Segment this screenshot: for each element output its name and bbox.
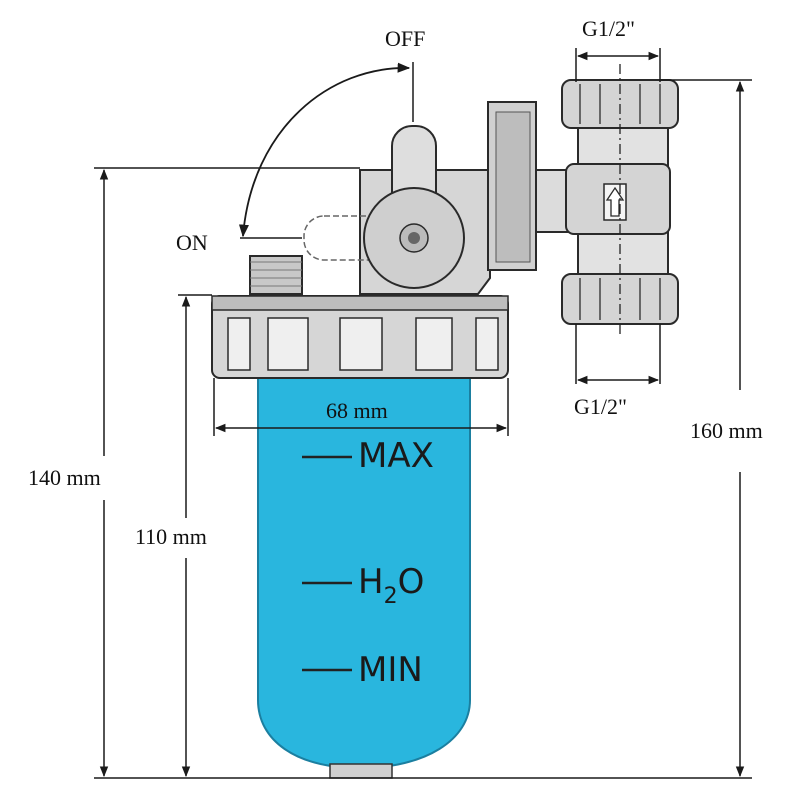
bowl-height-label: 110 mm xyxy=(135,524,207,549)
body-height-label: 140 mm xyxy=(28,465,101,490)
on-label: ON xyxy=(176,230,208,255)
bottom-thread-label: G1/2" xyxy=(574,394,627,419)
h2o-o: O xyxy=(397,562,425,602)
width-label: 68 mm xyxy=(326,398,388,423)
drain-plug xyxy=(329,763,393,779)
h2o-h: H xyxy=(358,562,384,602)
min-mark-label: MIN xyxy=(358,650,423,690)
max-mark-label: MAX xyxy=(358,436,434,476)
flow-up-arrow-icon xyxy=(605,186,625,217)
ring-grip-ribs xyxy=(227,317,499,371)
off-label: OFF xyxy=(385,26,426,51)
lever-rotation-arrow xyxy=(238,62,411,238)
top-thread-label: G1/2" xyxy=(582,16,635,41)
total-height-label: 160 mm xyxy=(690,418,763,443)
h2o-mark-label: H2O xyxy=(358,562,425,609)
h2o-subscript: 2 xyxy=(383,584,398,609)
